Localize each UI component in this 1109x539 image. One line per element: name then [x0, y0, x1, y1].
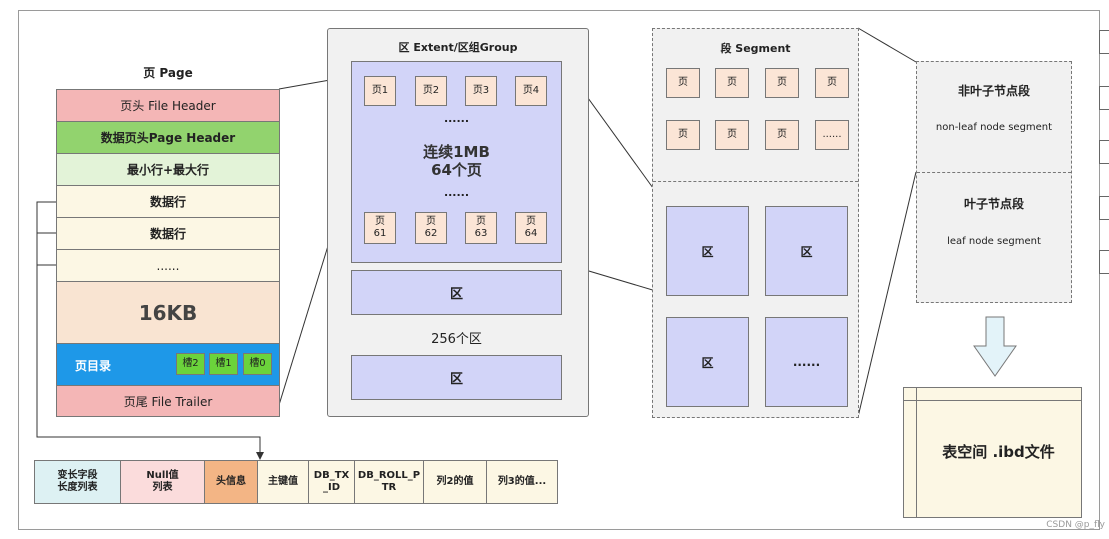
- edge-tab-1: [1099, 30, 1109, 54]
- segment-divider: [653, 181, 858, 182]
- segment-extent-2: 区: [765, 206, 848, 296]
- record-format-row: 变长字段 长度列表 Null值 列表 头信息 主键值 DB_TX _ID DB_…: [34, 460, 558, 504]
- page-size-label: 16KB: [57, 282, 279, 344]
- page-cell-61-number: 61: [373, 228, 387, 239]
- leaf-segment-title: 叶子节点段: [963, 196, 1024, 211]
- record-field-varlen: 变长字段 长度列表: [35, 461, 121, 503]
- record-field-primary-key: 主键值: [258, 461, 309, 503]
- page-cell-64: 页 64: [515, 212, 547, 244]
- segment-types-divider: [917, 172, 1071, 173]
- page-dots-top: ......: [443, 111, 470, 125]
- segment-extent-1: 区: [666, 206, 749, 296]
- page-structure: 页头 File Header 数据页头Page Header 最小行+最大行 数…: [56, 89, 280, 417]
- page-dots-bottom: ......: [443, 185, 470, 199]
- extent-size-label: 连续1MB: [423, 142, 490, 161]
- page-directory-label: 页目录: [75, 359, 112, 373]
- slot-2: 槽2: [176, 353, 205, 375]
- page-cell-63: 页 63: [465, 212, 497, 244]
- page-cell-1: 页1: [364, 76, 396, 106]
- segment-page-4: 页: [815, 68, 849, 98]
- slot-0: 槽0: [243, 353, 272, 375]
- page-cell-64-label: 页: [526, 216, 536, 227]
- tablespace-label: 表空间 .ibd文件: [942, 442, 1055, 461]
- page-cell-62-label: 页: [426, 216, 436, 227]
- extent-count-label: 256个区: [431, 331, 482, 347]
- page-cell-3: 页3: [465, 76, 497, 106]
- segment-page-5: 页: [666, 120, 700, 150]
- record-field-null: Null值 列表: [121, 461, 205, 503]
- file-header-row: 页头 File Header: [57, 90, 279, 122]
- data-row-1: 数据行: [57, 186, 279, 218]
- segment-types-panel: 非叶子节点段 non-leaf node segment 叶子节点段 leaf …: [916, 61, 1072, 303]
- infimum-supremum-row: 最小行+最大行: [57, 154, 279, 186]
- extent-page-count-label: 64个页: [431, 160, 482, 179]
- watermark: CSDN @p_fly: [1046, 520, 1105, 530]
- leaf-segment-subtitle: leaf node segment: [947, 235, 1041, 247]
- nonleaf-segment-subtitle: non-leaf node segment: [935, 121, 1053, 133]
- down-arrow-icon: [973, 316, 1017, 377]
- record-field-tx-id: DB_TX _ID: [309, 461, 355, 503]
- slot-1: 槽1: [209, 353, 238, 375]
- segment-panel: 段 Segment 页 页 页 页 页 页 页 ...... 区 区 区 ...…: [652, 28, 859, 418]
- data-row-ellipsis: ......: [57, 250, 279, 282]
- segment-page-1: 页: [666, 68, 700, 98]
- page-title: 页 Page: [143, 65, 193, 80]
- edge-tab-3: [1099, 140, 1109, 164]
- segment-extent-ellipsis: ......: [765, 317, 848, 407]
- edge-tab-5: [1099, 250, 1109, 274]
- file-trailer-row: 页尾 File Trailer: [57, 386, 279, 416]
- segment-page-6: 页: [715, 120, 749, 150]
- record-field-roll-ptr: DB_ROLL_P TR: [355, 461, 424, 503]
- segment-page-7: 页: [765, 120, 799, 150]
- extent-block-2: 区: [351, 270, 562, 315]
- page-cell-61-label: 页: [375, 216, 385, 227]
- record-field-col3: 列3的值...: [487, 461, 557, 503]
- extent-title: 区 Extent/区组Group: [398, 41, 518, 54]
- edge-tab-2: [1099, 86, 1109, 110]
- record-field-header: 头信息: [205, 461, 258, 503]
- page-directory-row: 页目录 槽2 槽1 槽0: [57, 344, 279, 386]
- page-cell-4: 页4: [515, 76, 547, 106]
- tablespace-side-line: [916, 388, 917, 517]
- record-field-col2: 列2的值: [424, 461, 487, 503]
- page-cell-61: 页 61: [364, 212, 396, 244]
- segment-title: 段 Segment: [720, 42, 791, 55]
- segment-page-3: 页: [765, 68, 799, 98]
- page-cell-64-number: 64: [524, 228, 538, 239]
- page-header-row: 数据页头Page Header: [57, 122, 279, 154]
- segment-page-ellipsis: ......: [815, 120, 849, 150]
- extent-block: 页1 页2 页3 页4 ...... 连续1MB 64个页 ...... 页 6…: [351, 61, 562, 263]
- nonleaf-segment-title: 非叶子节点段: [957, 83, 1030, 98]
- page-cell-63-number: 63: [474, 228, 488, 239]
- extent-block-3: 区: [351, 355, 562, 400]
- segment-page-2: 页: [715, 68, 749, 98]
- page-cell-2: 页2: [415, 76, 447, 106]
- tablespace-file: 表空间 .ibd文件: [903, 387, 1082, 518]
- tablespace-header-line: [904, 400, 1081, 401]
- page-cell-63-label: 页: [476, 216, 486, 227]
- edge-tab-4: [1099, 196, 1109, 220]
- page-cell-62-number: 62: [424, 228, 438, 239]
- data-row-2: 数据行: [57, 218, 279, 250]
- page-cell-62: 页 62: [415, 212, 447, 244]
- segment-extent-3: 区: [666, 317, 749, 407]
